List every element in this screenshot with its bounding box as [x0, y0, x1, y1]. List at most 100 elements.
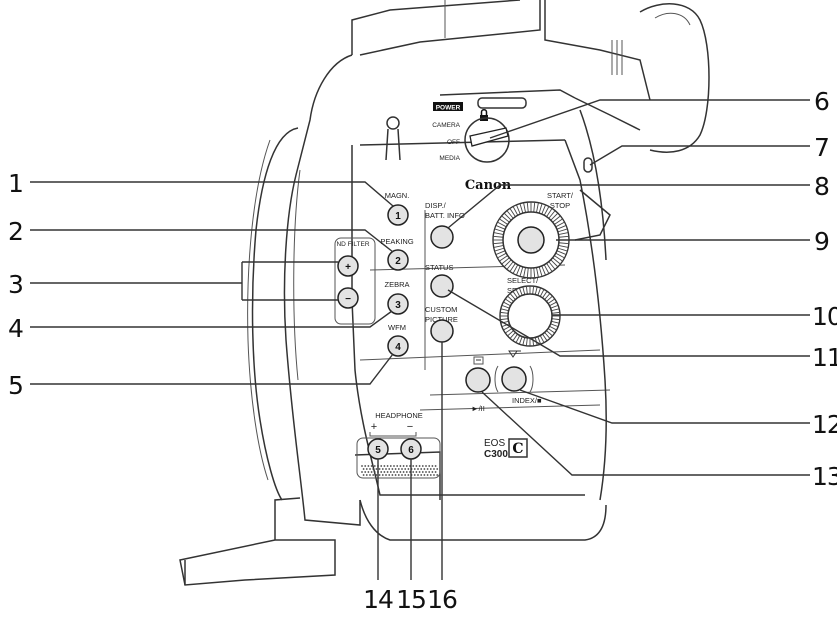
headphone-minus-label: − [407, 421, 413, 433]
magn-button[interactable] [387, 204, 409, 226]
grille-hole [373, 465, 376, 467]
dial-ridge [526, 202, 529, 213]
peaking-label: PEAKING [380, 237, 414, 246]
zebra-button[interactable] [387, 293, 409, 315]
dial-ridge [546, 208, 553, 217]
dial-ridge [551, 318, 560, 321]
dial-ridge [536, 202, 539, 213]
grille-hole [362, 468, 365, 470]
grille-hole [431, 465, 434, 467]
grille-hole [412, 465, 415, 467]
grille-hole [399, 471, 402, 473]
tally-lamp [583, 157, 593, 173]
grille-hole [425, 471, 427, 473]
callout-9: 9 [814, 227, 830, 256]
dial-ridge [533, 202, 536, 213]
grille-hole [401, 468, 403, 470]
start-stop-button[interactable] [517, 226, 545, 254]
dial-ridge [543, 206, 550, 216]
dial-ridge [493, 235, 504, 238]
dial-ridge [552, 257, 561, 265]
model-badge: EOS C300 C [484, 438, 528, 460]
dial-ridge [512, 333, 518, 341]
dial-ridge [549, 325, 557, 331]
dial-ridge [532, 286, 535, 295]
power-lever[interactable] [469, 127, 509, 147]
dial-ridge [538, 266, 543, 277]
index-stop-button[interactable] [501, 366, 527, 392]
dial-ridge [512, 264, 519, 274]
grille-hole [369, 474, 371, 476]
power-dial[interactable] [464, 117, 510, 163]
dial-ridge [515, 335, 521, 343]
grille-hole [386, 471, 389, 473]
disp-batt-info-button[interactable] [430, 225, 454, 249]
grille-hole [421, 465, 424, 467]
callout-4: 4 [8, 314, 24, 343]
dial-ridge [558, 235, 569, 238]
nd-filter-plus-button[interactable] [337, 255, 359, 277]
grille-hole [413, 468, 416, 470]
callout-8: 8 [814, 172, 830, 201]
start-stop-dial[interactable]: START/ STOP [492, 191, 574, 279]
dial-ridge [507, 330, 514, 337]
grille-hole [436, 474, 439, 476]
index-stop-label: INDEX/■ [512, 396, 542, 405]
index-icon [508, 350, 521, 358]
wfm-button[interactable] [387, 335, 409, 357]
grille-hole [417, 468, 419, 470]
dial-ridge [522, 286, 526, 295]
play-pause-button[interactable] [465, 367, 491, 393]
dial-ridge [550, 304, 559, 309]
grille-hole [380, 471, 383, 473]
grille-hole [434, 471, 437, 473]
grille-hole [388, 474, 391, 476]
status-label: STATUS [425, 263, 453, 272]
leader-4 [30, 310, 393, 328]
model-logo-letter: C [512, 441, 523, 457]
peaking-button[interactable] [387, 249, 409, 271]
grille-hole [407, 474, 410, 476]
dial-ridge [500, 320, 509, 324]
dial-ridge [512, 206, 519, 216]
dial-ridge [509, 293, 516, 300]
status-button[interactable] [430, 274, 454, 298]
nd-plus-symbol: + [345, 262, 351, 273]
dial-ridge [503, 212, 512, 221]
nd-filter-minus-button[interactable] [337, 287, 359, 309]
dial-ridge [519, 266, 524, 277]
disp-label-line2: BATT. INFO [425, 211, 465, 220]
power-switch[interactable]: POWER CAMERA OFF MEDIA [432, 102, 510, 163]
grille-hole [365, 468, 368, 470]
dial-ridge [509, 332, 516, 339]
grille-hole [399, 465, 402, 467]
dial-ridge [538, 203, 543, 214]
grille-hole [418, 465, 421, 467]
dial-ridge [542, 291, 548, 299]
playback-button-group: ►/II INDEX/■ [465, 350, 542, 413]
power-media-label: MEDIA [439, 155, 460, 162]
model-line1: EOS [484, 438, 505, 449]
dial-ridge [509, 208, 516, 217]
custom-picture-button[interactable] [430, 319, 454, 343]
dial-ridge [539, 289, 545, 297]
dial-ridge [551, 311, 560, 314]
grille-hole [396, 471, 399, 473]
callout-10: 10 [812, 302, 837, 331]
select-set-dial[interactable] [499, 285, 561, 347]
leader-1 [30, 181, 394, 207]
dial-ridge [548, 261, 556, 270]
dial-ridge [556, 225, 567, 230]
grille-hole [413, 474, 416, 476]
dial-ridge [546, 263, 553, 272]
dial-ridge [556, 250, 567, 255]
dial-ridge [550, 212, 559, 221]
dial-ridge [525, 337, 528, 346]
peaking-button-number: 2 [395, 256, 401, 267]
media-icon [473, 356, 484, 365]
power-label: POWER [436, 105, 461, 112]
dial-ridge [518, 336, 523, 345]
grille-hole [418, 471, 421, 473]
grille-hole [383, 471, 386, 473]
dial-ridge [500, 318, 509, 321]
